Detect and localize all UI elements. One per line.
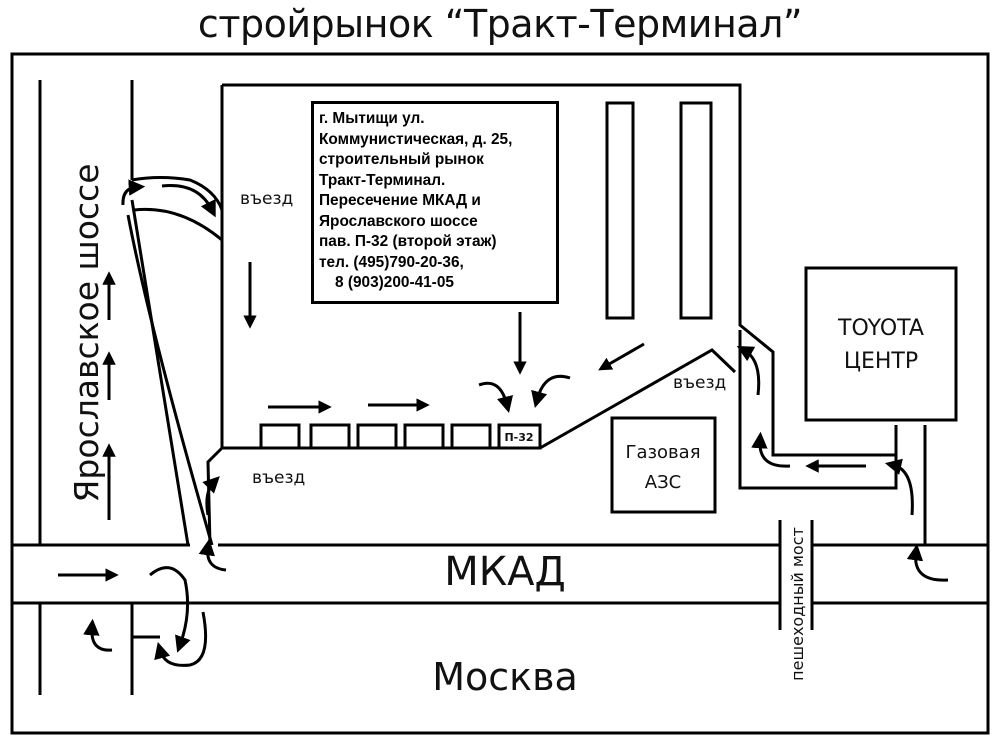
turn-arrow-service-left <box>751 431 791 468</box>
info-line: Коммунистическая, д. 25, <box>319 130 513 148</box>
info-line: строительный рынок <box>319 151 484 168</box>
info-line: Тракт-Терминал. <box>319 171 446 189</box>
traffic-arrows <box>58 262 866 582</box>
pavilion-p32-label: П-32 <box>504 431 533 444</box>
footbridge-label: пешеходный мост <box>788 527 807 681</box>
turn-arrow-ramp-up <box>202 476 220 516</box>
entrance-top-label: въезд <box>240 189 293 209</box>
turn-arrow-top-left <box>121 179 146 206</box>
mkad-road <box>12 520 988 630</box>
info-line: 8 (903)200-41-05 <box>335 274 454 291</box>
yaroslavskoe-label: Ярославское шоссе <box>67 163 106 502</box>
turn-arrow-p32-left <box>478 381 513 414</box>
turn-arrow-service-up <box>884 458 914 516</box>
address-info-box: г. Мытищи ул. Коммунистическая, д. 25, с… <box>311 101 559 304</box>
info-line: тел. (495)790-20-36, <box>319 253 464 271</box>
yaroslavskoe-road <box>38 80 214 695</box>
info-line: пав. П-32 (второй этаж) <box>319 233 497 250</box>
map-frame <box>10 52 990 735</box>
turn-arrow-top-right <box>161 184 216 218</box>
toyota-label-1: TOYOTA <box>837 316 924 341</box>
turn-arrow-exit-up <box>736 345 761 396</box>
warehouse-strip-1 <box>605 101 635 320</box>
warehouse-strip-2 <box>679 101 713 320</box>
pavilion-row <box>259 423 542 450</box>
turn-arrow-ramp-low <box>198 538 227 572</box>
turn-arrow-uturn-1 <box>149 566 191 653</box>
toyota-center <box>804 266 958 422</box>
map-title: стройрынок “Тракт-Терминал” <box>197 2 803 46</box>
entrance-right-label: въезд <box>673 373 726 393</box>
toyota-label-2: ЦЕНТР <box>844 349 918 374</box>
turn-arrow-uturn-2 <box>154 611 208 667</box>
info-line: г. Мытищи ул. <box>319 110 425 127</box>
gas-station-label-2: АЗС <box>645 472 681 493</box>
entrance-bottom-label: въезд <box>252 468 305 488</box>
gas-station <box>610 416 717 514</box>
moskva-label: Москва <box>432 655 578 699</box>
info-line: Пересечение МКАД и <box>319 192 481 209</box>
mkad-label: МКАД <box>444 549 566 595</box>
ramp-curves <box>131 176 224 242</box>
gas-station-label-1: Газовая <box>625 442 700 463</box>
info-line: Ярославского шоссе <box>319 212 478 230</box>
turn-arrow-p32-right <box>531 374 571 408</box>
turn-arrows <box>83 179 949 667</box>
arrow-diag-entrance <box>598 342 645 371</box>
turn-arrow-right-mkad <box>906 543 949 582</box>
turn-arrow-small-left <box>83 618 113 652</box>
